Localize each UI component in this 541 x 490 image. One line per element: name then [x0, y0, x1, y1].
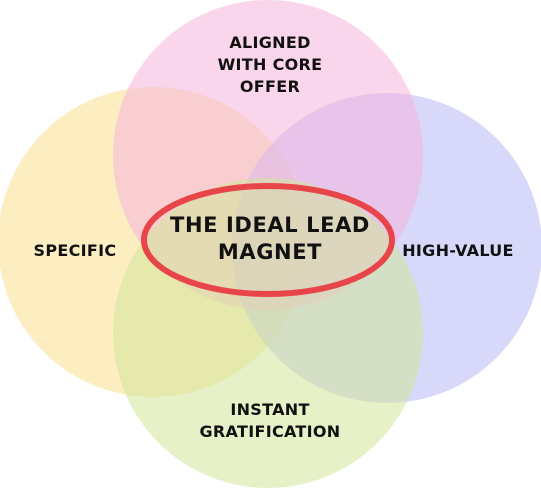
center-label-ideal-lead-magnet: THE IDEAL LEAD MAGNET — [150, 212, 390, 266]
ideal-lead-magnet-highlight-ring — [141, 183, 395, 297]
label-line: WITH CORE — [217, 55, 323, 74]
label-instant-gratification: INSTANT GRATIFICATION — [170, 399, 370, 443]
label-high-value: HIGH-VALUE — [398, 240, 518, 262]
center-label-line: MAGNET — [217, 240, 323, 264]
label-line: GRATIFICATION — [199, 422, 341, 441]
label-line: ALIGNED — [229, 33, 311, 52]
label-line: OFFER — [239, 77, 301, 96]
label-line: INSTANT — [230, 400, 310, 419]
center-label-line: THE IDEAL LEAD — [170, 213, 370, 237]
label-line: HIGH-VALUE — [402, 241, 514, 260]
circle-instant-gratification — [113, 178, 423, 488]
label-aligned-with-core-offer: ALIGNED WITH CORE OFFER — [170, 32, 370, 98]
label-line: SPECIFIC — [33, 241, 117, 260]
label-specific: SPECIFIC — [20, 240, 130, 262]
